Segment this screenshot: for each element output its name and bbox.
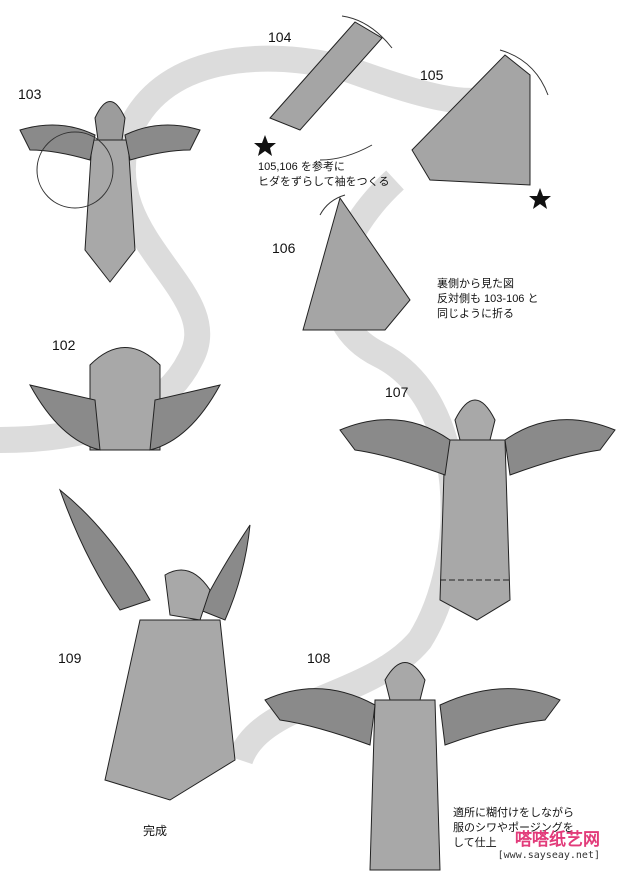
step-number-104: 104 bbox=[268, 29, 292, 45]
note-back-view: 裏側から見た図 反対側も 103-106 と 同じように折る bbox=[437, 278, 539, 320]
step-104-figure bbox=[254, 15, 393, 161]
watermark-url: [www.sayseay.net] bbox=[497, 850, 600, 861]
step-102-figure bbox=[29, 347, 221, 451]
step-103-figure bbox=[19, 101, 201, 283]
site-watermark: 嗒嗒纸艺网 [www.sayseay.net] bbox=[498, 825, 600, 861]
step-number-106: 106 bbox=[272, 240, 296, 256]
step-number-105: 105 bbox=[420, 67, 444, 83]
step-number-102: 102 bbox=[52, 337, 76, 353]
step-108-figure bbox=[264, 662, 561, 871]
step-number-108: 108 bbox=[307, 650, 331, 666]
step-number-103: 103 bbox=[18, 86, 42, 102]
step-107-figure bbox=[339, 399, 616, 621]
note-glue: 適所に糊付けをしながら 服のシワやポージングを して仕上 bbox=[453, 807, 574, 849]
watermark-title: 嗒嗒纸艺网 bbox=[515, 830, 600, 850]
step-number-107: 107 bbox=[385, 384, 409, 400]
step-number-109: 109 bbox=[58, 650, 82, 666]
step-109-figure bbox=[58, 488, 251, 801]
step-105-figure bbox=[411, 49, 551, 209]
note-sleeve: 105,106 を参考に ヒダをずらして袖をつくる bbox=[258, 161, 390, 188]
step-106-figure bbox=[302, 194, 411, 331]
final-label: 完成 bbox=[143, 824, 168, 838]
